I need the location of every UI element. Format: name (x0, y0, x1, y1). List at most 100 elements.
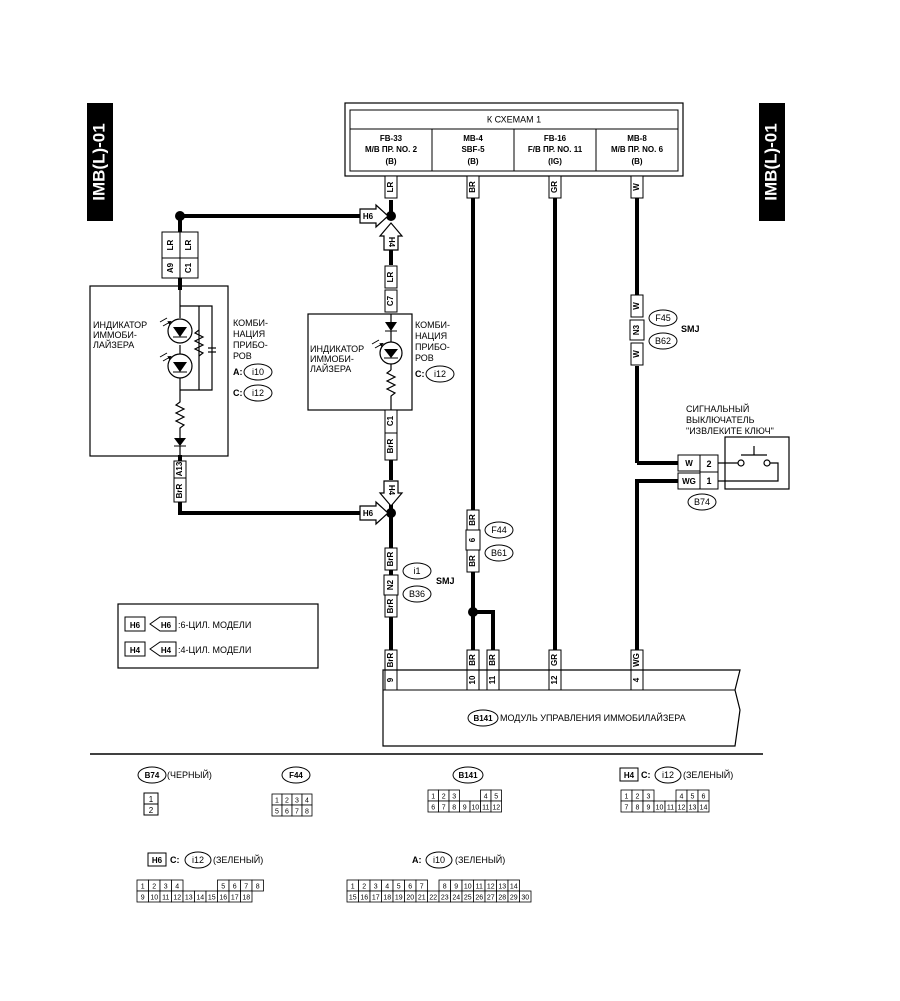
pin-label: 5 (691, 794, 695, 801)
svg-text:W: W (632, 302, 641, 310)
pin-label: 11 (667, 805, 674, 812)
legend-box: H6 H6 :6-ЦИЛ. МОДЕЛИ H4 H4 :4-ЦИЛ. МОДЕЛ… (117, 603, 319, 669)
svg-text:ИНДИКАТОР: ИНДИКАТОР (310, 344, 364, 354)
pin-label: 3 (295, 798, 299, 805)
pin-label: 3 (647, 794, 651, 801)
conn-ref-i12: i12 (252, 388, 264, 398)
pin-label: 12 (173, 895, 181, 902)
svg-text:i12: i12 (434, 369, 446, 379)
svg-text:H6: H6 (363, 212, 374, 221)
ref-b36: B36 (409, 589, 425, 599)
svg-text:H4: H4 (624, 771, 635, 780)
connector-n2: BrR N2 BrR (383, 547, 399, 618)
svg-text:1: 1 (706, 476, 711, 486)
svg-text:C:: C: (641, 770, 651, 780)
svg-text:F44: F44 (289, 771, 303, 780)
pin-label: 11 (476, 884, 483, 891)
svg-text:H4: H4 (387, 237, 396, 248)
pin-label: 18 (383, 895, 391, 902)
pin-label: 8 (305, 809, 309, 816)
connector-h6-upper: H6 (359, 203, 389, 229)
svg-text:LR: LR (166, 239, 175, 250)
source-2-line2: SBF-5 (461, 145, 485, 154)
pin-label: 5 (221, 884, 225, 891)
pin-label: 18 (242, 895, 250, 902)
svg-text:ПРИБО-: ПРИБО- (233, 340, 268, 350)
pin-label: 8 (636, 805, 640, 812)
conn-ref-i10: i10 (252, 367, 264, 377)
pin-label: 6 (233, 884, 237, 891)
key-reminder-switch: СИГНАЛЬНЫЙ ВЫКЛЮЧАТЕЛЬ "ИЗВЛЕКИТЕ КЛЮЧ" … (677, 403, 790, 511)
pin-label: 9 (454, 884, 458, 891)
connector-view-b74: B74 (ЧЕРНЫЙ) 1 2 (137, 766, 212, 816)
svg-text:N3: N3 (632, 324, 641, 335)
pin-label: 4 (175, 884, 179, 891)
svg-text:BR: BR (468, 555, 477, 567)
svg-text:BrR: BrR (175, 483, 184, 498)
pin-label: 10 (150, 895, 158, 902)
pin-label: 3 (374, 884, 378, 891)
pin-label: 8 (452, 805, 456, 812)
svg-text:C:: C: (415, 369, 425, 379)
svg-text:C:: C: (170, 855, 180, 865)
left-cluster-label: КОМБИ- НАЦИЯ ПРИБО- РОВ A: i10 C: i12 (233, 318, 273, 402)
pin-label: 12 (487, 884, 495, 891)
pin-label: 14 (196, 895, 204, 902)
svg-text:12: 12 (550, 675, 559, 684)
pin-label: 4 (385, 884, 389, 891)
svg-text:BR: BR (488, 654, 497, 666)
pin-label: 6 (702, 794, 706, 801)
svg-text:(ЗЕЛЕНЫЙ): (ЗЕЛЕНЫЙ) (455, 854, 505, 865)
svg-text:i12: i12 (662, 770, 674, 780)
svg-text:КОМБИ-: КОМБИ- (233, 318, 268, 328)
pin-label: 10 (656, 805, 664, 812)
pin-label: 2 (442, 794, 446, 801)
pin-label: 15 (208, 895, 216, 902)
pin-label: 7 (625, 805, 629, 812)
pin-label: 4 (680, 794, 684, 801)
pin-label: 4 (305, 798, 309, 805)
svg-text:i10: i10 (433, 855, 445, 865)
pin-label: 13 (185, 895, 193, 902)
pin-label: 9 (141, 895, 145, 902)
svg-text:C7: C7 (386, 295, 395, 306)
source-1-line3: (B) (385, 157, 396, 166)
pin-label: 2 (636, 794, 640, 801)
left-instrument-cluster: LR LR A9 C1 ИНДИКАТОР ИММОБИ- ЛАЙЗЕРА (89, 231, 229, 503)
svg-text:W: W (685, 459, 693, 468)
svg-text:BR: BR (468, 654, 477, 666)
pin-label: 5 (275, 809, 279, 816)
wire-label-gr: GR (550, 181, 559, 193)
pin-label: 5 (397, 884, 401, 891)
svg-text:1: 1 (149, 795, 154, 804)
pin-label: 28 (498, 895, 506, 902)
svg-text:НАЦИЯ: НАЦИЯ (415, 331, 447, 341)
svg-text:W: W (632, 350, 641, 358)
connector-h4-upper: H4 (378, 222, 404, 251)
svg-text:H4: H4 (387, 485, 396, 496)
source-1-line2: M/B ПР. NO. 2 (365, 145, 418, 154)
svg-text:РОВ: РОВ (415, 353, 434, 363)
pin-label: 16 (219, 895, 227, 902)
connector-f44: BR 6 BR (465, 509, 481, 573)
svg-text:6: 6 (468, 537, 477, 542)
svg-text:ЛАЙЗЕРА: ЛАЙЗЕРА (310, 363, 351, 374)
pin-label: 20 (406, 895, 414, 902)
svg-text:(ЧЕРНЫЙ): (ЧЕРНЫЙ) (167, 769, 212, 780)
junction-dot (468, 607, 478, 617)
ref-b74: B74 (694, 497, 710, 507)
pin-label: 11 (482, 805, 489, 812)
pin-label: 1 (141, 884, 145, 891)
junction-dot (175, 211, 185, 221)
svg-text:КОМБИ-: КОМБИ- (415, 320, 450, 330)
svg-text:2: 2 (706, 459, 711, 469)
pin-label: 1 (275, 798, 279, 805)
legend-6cyl: :6-ЦИЛ. МОДЕЛИ (178, 620, 251, 630)
svg-text:(ЗЕЛЕНЫЙ): (ЗЕЛЕНЫЙ) (683, 769, 733, 780)
pin-label: 17 (372, 895, 380, 902)
connector-h4-lower: H4 (378, 480, 404, 507)
connector-h6-lower: H6 (359, 500, 389, 526)
